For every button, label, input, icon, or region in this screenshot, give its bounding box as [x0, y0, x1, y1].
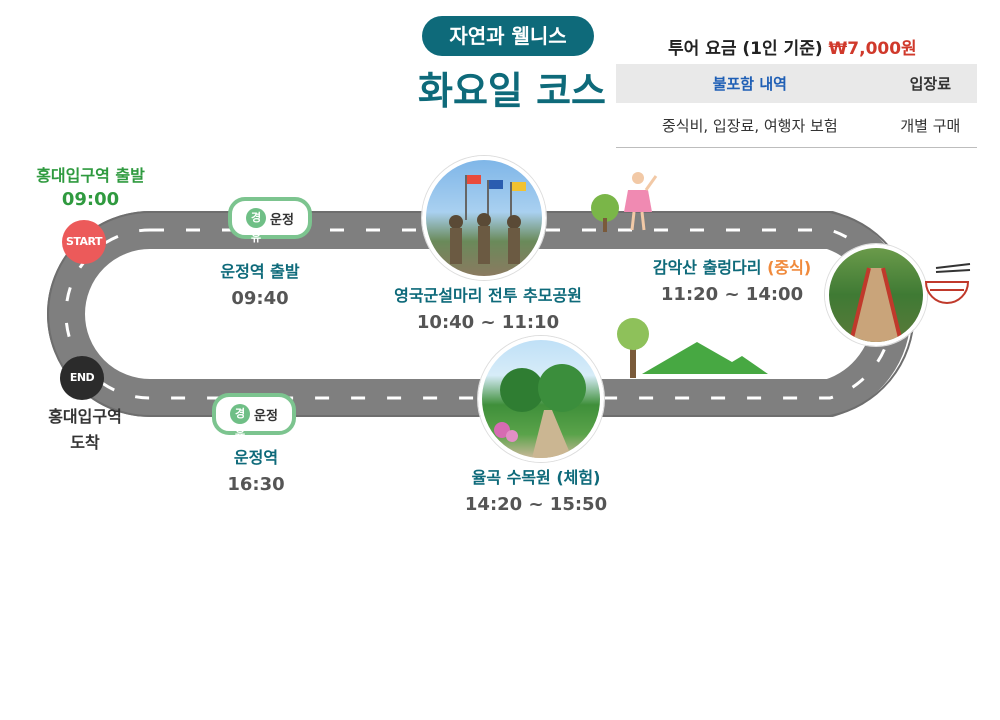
- end-place-line2: 도착: [70, 433, 100, 452]
- stop-time: 16:30: [227, 474, 285, 495]
- via-marker-top: 경유 운정: [228, 197, 312, 244]
- table-header-admission: 입장료: [883, 64, 977, 103]
- stop-name: 감악산 출렁다리 (중식): [636, 254, 828, 278]
- table-cell-admission: 개별 구매: [883, 103, 977, 148]
- tour-fee: 투어 요금 (1인 기준) ₩7,000원: [668, 34, 917, 59]
- excluded-items-table: 불포함 내역 입장료 중식비, 입장료, 여행자 보험 개별 구매: [616, 64, 977, 148]
- start-place: 홍대입구역 출발: [36, 166, 145, 185]
- via-icon: 경유: [246, 208, 267, 244]
- start-time: 09:00: [61, 189, 120, 210]
- stop-unjeong-departure: 운정역 출발 09:40: [200, 258, 320, 309]
- table-header-excluded: 불포함 내역: [616, 64, 884, 103]
- suspension-bridge-photo: [825, 244, 927, 346]
- via-text: 운정: [254, 408, 278, 424]
- hiker-icon: [591, 172, 658, 232]
- stop-name: 운정역 출발: [220, 262, 300, 281]
- fee-label: 투어 요금 (1인 기준): [668, 39, 823, 59]
- start-badge: START: [62, 220, 106, 264]
- stop-name-main: 감악산 출렁다리: [652, 258, 762, 277]
- stop-yulgok-arboretum: 율곡 수목원 (체험) 14:20 ~ 15:50: [448, 464, 624, 515]
- fee-price: ₩7,000원: [828, 39, 917, 59]
- stop-time: 10:40 ~ 11:10: [416, 312, 560, 333]
- end-place-line1: 홍대입구역: [48, 407, 122, 426]
- stop-name: 영국군설마리 전투 추모공원: [394, 286, 582, 305]
- via-text: 운정: [270, 212, 294, 228]
- via-icon: 경유: [230, 404, 251, 440]
- stop-name: 운정역: [233, 448, 279, 467]
- mountain-icon: [617, 318, 768, 378]
- end-badge: END: [60, 356, 104, 400]
- stop-time: 14:20 ~ 15:50: [464, 494, 608, 515]
- stop-time: 09:40: [231, 288, 289, 309]
- noodle-bowl-icon: [924, 263, 971, 304]
- arboretum-photo: [478, 336, 604, 462]
- stop-gamaksan-bridge: 감악산 출렁다리 (중식) 11:20 ~ 14:00: [636, 254, 828, 305]
- memorial-park-photo: [422, 156, 546, 280]
- bridge-icon: [849, 267, 903, 342]
- page-title: 화요일 코스: [417, 69, 607, 113]
- soldier-statues-icon: [449, 175, 526, 264]
- table-cell-excluded: 중식비, 입장료, 여행자 보험: [616, 103, 884, 148]
- stop-memorial-park: 영국군설마리 전투 추모공원 10:40 ~ 11:10: [376, 282, 600, 333]
- lunch-label: (중식): [767, 258, 812, 277]
- stop-unjeong-arrival: 운정역 16:30: [206, 444, 306, 495]
- end-place: 홍대입구역 도착: [20, 404, 150, 456]
- stop-time: 11:20 ~ 14:00: [660, 284, 804, 305]
- via-marker-bottom: 경유 운정: [212, 393, 296, 440]
- stop-name: 율곡 수목원 (체험): [471, 468, 601, 487]
- forest-path-icon: [494, 364, 586, 458]
- category-pill: 자연과 웰니스: [422, 16, 594, 56]
